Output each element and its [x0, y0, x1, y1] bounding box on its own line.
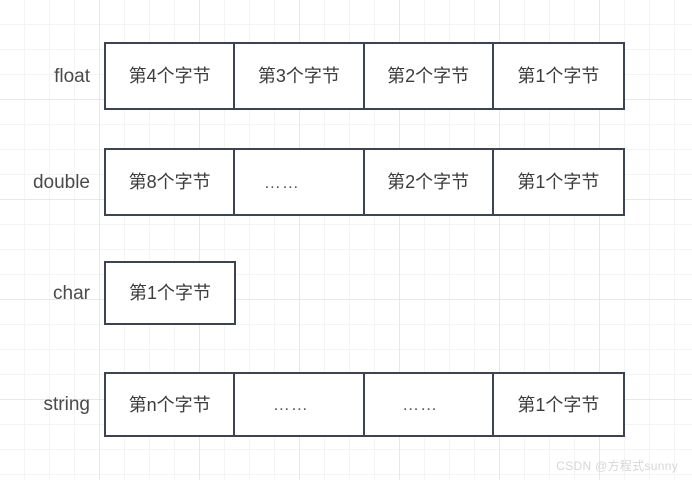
type-row-double: double 第8个字节 …… 第2个字节 第1个字节 [33, 148, 625, 216]
byte-cell-ellipsis: …… [235, 150, 365, 214]
byte-cell: 第1个字节 [493, 374, 623, 435]
byte-cell-ellipsis: …… [235, 374, 365, 435]
byte-table-string: 第n个字节 …… …… 第1个字节 [104, 372, 625, 437]
byte-table-float: 第4个字节 第3个字节 第2个字节 第1个字节 [104, 42, 625, 110]
row-label-string: string [43, 394, 90, 415]
byte-cell: 第4个字节 [106, 44, 236, 108]
byte-cell-ellipsis: …… [364, 374, 494, 435]
byte-cell: 第1个字节 [493, 44, 623, 108]
type-row-float: float 第4个字节 第3个字节 第2个字节 第1个字节 [54, 42, 625, 110]
byte-cell: 第n个字节 [106, 374, 236, 435]
row-label-double: double [32, 171, 90, 193]
byte-cell: 第8个字节 [106, 150, 236, 214]
row-label-char: char [53, 282, 90, 304]
byte-table-char: 第1个字节 [104, 261, 236, 325]
type-row-string: string 第n个字节 …… …… 第1个字节 [44, 372, 625, 437]
row-label-float: float [54, 65, 90, 87]
byte-cell: 第2个字节 [364, 44, 494, 108]
byte-cell: 第1个字节 [493, 150, 623, 214]
type-row-char: char 第1个字节 [53, 261, 236, 325]
byte-cell: 第3个字节 [235, 44, 365, 108]
byte-cell: 第2个字节 [364, 150, 494, 214]
watermark: CSDN @方程式sunny [556, 459, 678, 473]
byte-table-double: 第8个字节 …… 第2个字节 第1个字节 [104, 148, 625, 216]
byte-cell: 第1个字节 [106, 263, 234, 323]
